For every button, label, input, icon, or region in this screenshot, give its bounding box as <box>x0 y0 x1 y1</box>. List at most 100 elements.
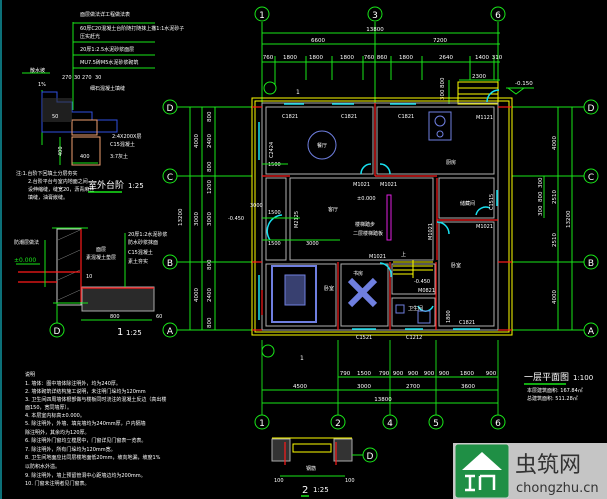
door-label: M2125 <box>294 211 300 228</box>
section-mark: 1 <box>296 89 300 96</box>
axis-label: 4 <box>387 419 393 429</box>
window-label: C1521 <box>356 335 372 341</box>
detail-number: 1 <box>117 327 123 338</box>
dim-total: 13800 <box>374 397 392 403</box>
dim-vert: 300 <box>440 89 446 100</box>
dim: 2400 <box>207 134 213 148</box>
level-label: ±0.000 <box>357 196 376 202</box>
window-label: C1821 <box>398 114 414 120</box>
axis-label: 1 <box>259 11 265 21</box>
level-label: -0.450 <box>414 279 430 285</box>
elevation-marker: -0.150 <box>506 81 534 95</box>
detail-number: 2 <box>302 485 308 496</box>
detail-label: 20厚1:2水泥砂浆 <box>128 231 167 238</box>
detail-scale: 1:25 <box>313 486 329 494</box>
window-label: C1515 <box>489 194 495 210</box>
step-detail-title: 室外台阶 <box>88 179 124 191</box>
note-line: 2. 墙体砌筑详结构施工说明，未注明门垛均为120mm <box>25 388 146 395</box>
dim-part: 760 <box>364 55 375 61</box>
dim: 800 <box>207 161 213 172</box>
plan-title-text: 一层平面图 <box>524 372 569 383</box>
step-note: 面层做法详工程做法表 <box>80 11 130 18</box>
level-label: -0.450 <box>228 216 244 222</box>
note-line: 除注明外，其余均为120厚。 <box>25 429 90 436</box>
dim-7200: 7200 <box>433 38 447 44</box>
axis-label: 6 <box>495 419 501 429</box>
detail-dim: 10 <box>86 274 92 280</box>
step-label: 散水坡 <box>30 67 45 74</box>
door-label: M1021 <box>476 224 493 230</box>
detail-scale: 1:25 <box>126 329 142 337</box>
inner-dim: 3000 <box>306 241 319 247</box>
plan-title: 一层平面图 1:100 本层建筑面积: 167.84㎡ 总建筑面积: 511.2… <box>524 372 593 402</box>
room-storage: 储藏间 <box>460 200 475 207</box>
note-line: 8. 卫生间地面应比同层楼地面低20mm，坡向地漏，坡度1% <box>25 454 161 461</box>
dim: 3000 <box>194 212 200 226</box>
stair-note: 楼梯踏步 <box>355 221 375 228</box>
axis-label: C <box>588 173 594 183</box>
step-note: MU7.5砖M5水泥砂浆砌筑 <box>80 59 138 66</box>
axis-label: B <box>167 259 173 269</box>
axis-label: B <box>588 259 594 269</box>
note-line: 面150，宽同墙厚）。 <box>25 404 72 411</box>
note-line: 9. 除注明外，墙上预留管洞中心距墙边均为200mm。 <box>25 472 146 479</box>
dim-part: 1800 <box>283 55 297 61</box>
room-bedroom-2: 卧室 <box>451 262 461 269</box>
dim-mid: 2700 <box>406 384 420 390</box>
axis-label: C <box>167 173 173 183</box>
detail-label: 素混凝土垫层 <box>86 254 116 261</box>
dim-mid: 3000 <box>357 384 371 390</box>
dim: 13200 <box>178 208 184 226</box>
dim: 2510 <box>552 190 558 204</box>
dim-part: 790 <box>379 371 390 377</box>
dim-part: 1400 <box>475 55 489 61</box>
step-label: C15混凝土 <box>110 141 135 148</box>
note-line: 6. 除注明外门窗均立樘居中，门窗详见门窗表一览表。 <box>25 437 146 444</box>
detail-label: 钢筋 <box>306 465 316 472</box>
inner-dim: 1800 <box>446 310 452 323</box>
axis-label: D <box>588 104 595 114</box>
detail-2: D 钢筋 100 100 2 1:25 <box>271 437 378 497</box>
stair-rail <box>386 194 392 241</box>
axis-rows: D C B A D C B A <box>162 99 599 338</box>
dim-part: 900 <box>424 371 435 377</box>
dim: 800 <box>207 317 213 328</box>
dim: 300 <box>538 177 544 188</box>
dim: 2510 <box>552 233 558 247</box>
axis-label: 2 <box>335 419 341 429</box>
window-label: C1821 <box>459 320 475 326</box>
room-dining: 餐厅 <box>317 142 327 149</box>
door-label: M0821 <box>418 288 435 294</box>
dim: 300 <box>538 205 544 216</box>
detail-label: 防水砂浆抹面 <box>128 239 158 246</box>
step-dim: 270 <box>82 75 92 81</box>
door-label: M1021 <box>353 182 370 188</box>
row-gridlines <box>176 106 585 331</box>
note-line: 10. 门窗未注明者见门窗表。 <box>25 480 90 487</box>
house-icon <box>462 452 502 470</box>
dim-mid: 3600 <box>461 384 475 390</box>
note-line: 以防积水外溢。 <box>25 463 60 470</box>
dim: 800 <box>538 191 544 202</box>
dim: 4000 <box>194 134 200 148</box>
step-dim: 30 <box>95 75 101 81</box>
dim-vert: 800 <box>440 77 446 88</box>
window-label: C1212 <box>406 335 422 341</box>
dim-total: 13800 <box>366 27 384 33</box>
logo-text: 虫筑网 <box>515 453 581 478</box>
detail-level: ±0.000 <box>14 257 36 264</box>
floor-plan: 餐厅 厨房 客厅 卧室 书房 储藏间 卧室 卫生间 上 ±0.000 -0.45… <box>228 81 513 415</box>
dim-porch: 2300 <box>472 74 486 80</box>
dim-part: 1800 <box>460 371 474 377</box>
note-line: 4. 本层室内标高±0.000。 <box>25 412 85 419</box>
dim-part: 790 <box>340 371 351 377</box>
dim: 800 <box>207 111 213 122</box>
step-label: 2:4X200X层 <box>112 134 141 140</box>
step-dim: 400 <box>58 146 64 156</box>
logo-badge <box>454 443 510 499</box>
section-mark: 1 <box>300 355 304 362</box>
detail-dim: 800 <box>110 314 120 320</box>
dim-part: 1800 <box>399 55 413 61</box>
furniture <box>271 111 452 324</box>
note-line: 3. 卫生间四周墙体根部做与楼板同时浇注的混凝土反边（高出楼 <box>25 396 166 403</box>
